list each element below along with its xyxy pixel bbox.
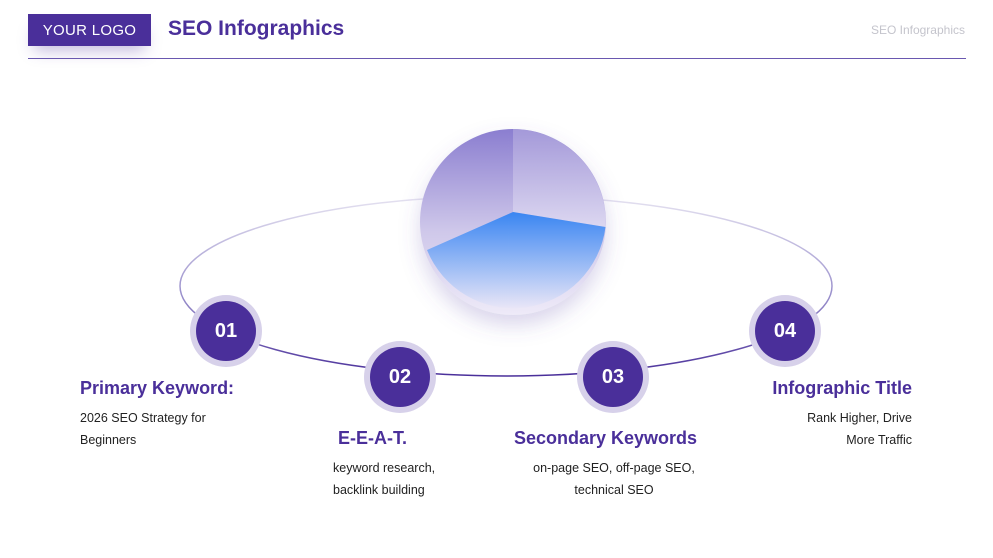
step-desc-01: 2026 SEO Strategy for Beginners — [80, 407, 206, 451]
step-desc-03: on-page SEO, off-page SEO, technical SEO — [514, 457, 714, 501]
step-title-03: Secondary Keywords — [514, 428, 698, 448]
step-desc-line: More Traffic — [846, 433, 912, 447]
step-number: 04 — [755, 301, 815, 361]
step-desc-line: backlink building — [333, 483, 425, 497]
header-divider — [28, 58, 966, 59]
step-title-01: Primary Keyword: — [80, 378, 235, 398]
step-number: 03 — [583, 347, 643, 407]
step-desc-line: on-page SEO, off-page SEO, — [533, 461, 695, 475]
step-desc-line: 2026 SEO Strategy for — [80, 411, 206, 425]
step-number: 02 — [370, 347, 430, 407]
step-desc-line: technical SEO — [574, 483, 654, 497]
page-title: SEO Infographics — [168, 17, 345, 40]
step-desc-02: keyword research, backlink building — [333, 457, 435, 501]
step-title-02: E-E-A-T. — [338, 428, 407, 448]
step-title-04: Infographic Title — [772, 378, 912, 398]
sphere-slice-blue — [427, 212, 606, 309]
step-desc-line: Beginners — [80, 433, 137, 447]
step-badge-03: 03 — [577, 341, 649, 413]
logo[interactable]: YOUR LOGO — [28, 14, 151, 46]
step-badge-01: 01 — [190, 295, 262, 367]
step-desc-line: keyword research, — [333, 461, 436, 475]
step-number: 01 — [196, 301, 256, 361]
step-badge-04: 04 — [749, 295, 821, 367]
step-desc-line: Rank Higher, Drive — [807, 411, 912, 425]
step-desc-04: Rank Higher, Drive More Traffic — [807, 407, 912, 451]
center-sphere — [420, 129, 606, 315]
step-badge-02: 02 — [364, 341, 436, 413]
header-right-label: SEO Infographics — [870, 23, 965, 37]
sphere-slice-light — [513, 129, 606, 227]
